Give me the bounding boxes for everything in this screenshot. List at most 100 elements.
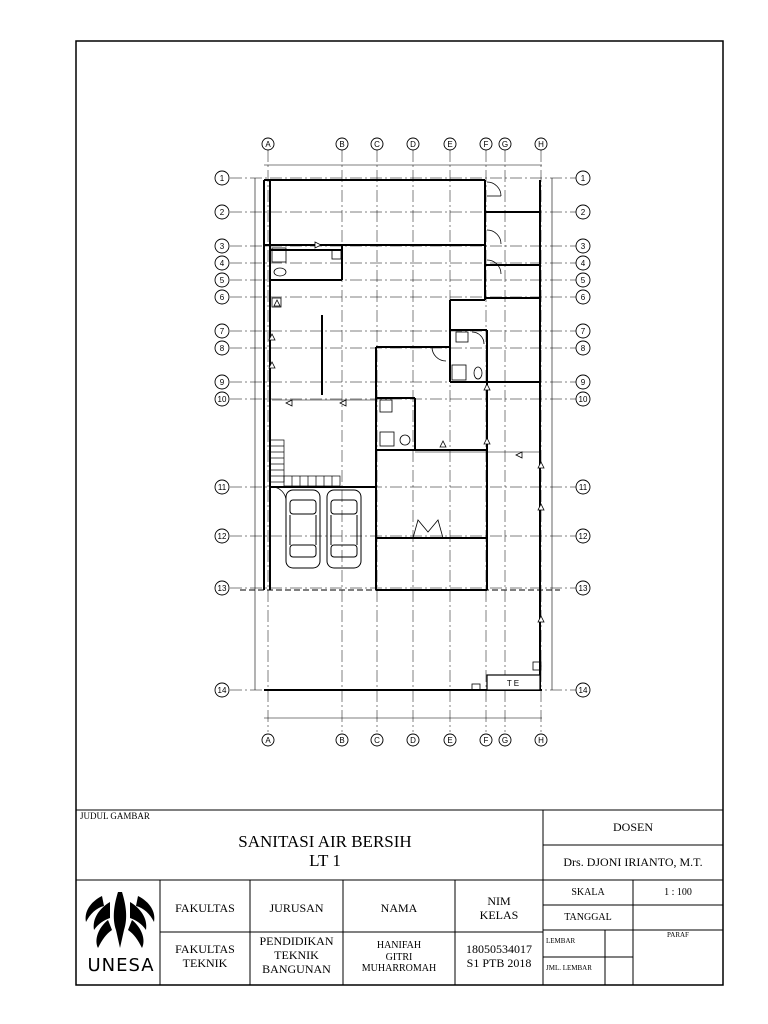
svg-text:B: B: [339, 736, 344, 745]
svg-text:G: G: [502, 140, 508, 149]
svg-text:7: 7: [581, 327, 586, 336]
skala-label: SKALA: [571, 887, 605, 898]
grid-bubble-right-14: 14: [575, 682, 591, 698]
svg-text:D: D: [410, 140, 416, 149]
dosen-label: DOSEN: [612, 820, 653, 834]
svg-text:G: G: [502, 736, 508, 745]
fakultas-label: FAKULTAS: [175, 901, 235, 915]
grid-bubble-left-4: 4: [214, 255, 230, 271]
svg-text:13: 13: [579, 584, 588, 593]
stairs: [269, 439, 341, 487]
tanggal-label: TANGGAL: [564, 912, 612, 923]
grid-bubble-left-10: 10: [214, 391, 230, 407]
svg-text:12: 12: [579, 532, 588, 541]
svg-text:6: 6: [581, 293, 586, 302]
svg-text:12: 12: [218, 532, 227, 541]
car-icon: [285, 489, 362, 569]
grid-bubble-right-12: 12: [575, 528, 591, 544]
grid-bubble-bottom-H: H: [534, 733, 548, 747]
water-tank-label: T E: [507, 679, 519, 688]
grid-bubble-left-5: 5: [214, 272, 230, 288]
grid-bubble-right-4: 4: [575, 255, 591, 271]
svg-text:14: 14: [579, 686, 588, 695]
svg-text:F: F: [484, 736, 489, 745]
grid-bubble-right-9: 9: [575, 374, 591, 390]
nim-kelas-label: NIM KELAS: [479, 894, 519, 922]
svg-text:11: 11: [579, 483, 588, 492]
grid-bubble-right-3: 3: [575, 238, 591, 254]
jml-lembar-label: JML. LEMBAR: [546, 964, 592, 972]
grid-bubble-bottom-G: G: [498, 733, 512, 747]
grid-bubble-left-3: 3: [214, 238, 230, 254]
judul-gambar-label: JUDUL GAMBAR: [80, 811, 150, 821]
grid-bubble-right-6: 6: [575, 289, 591, 305]
svg-text:13: 13: [218, 584, 227, 593]
nama-label: NAMA: [380, 901, 418, 915]
svg-text:6: 6: [220, 293, 225, 302]
fixtures: [271, 247, 542, 691]
skala-value: 1 : 100: [664, 887, 692, 898]
svg-text:5: 5: [220, 276, 225, 285]
nama-value: HANIFAH GITRI MUHARROMAH: [361, 940, 437, 974]
grid-bubble-left-6: 6: [214, 289, 230, 305]
grid-bubble-top-D: D: [406, 137, 420, 151]
svg-text:11: 11: [218, 483, 227, 492]
grid-bubble-right-8: 8: [575, 340, 591, 356]
svg-text:2: 2: [581, 208, 586, 217]
grid-bubble-left-13: 13: [214, 580, 230, 596]
grid-bubble-bottom-A: A: [261, 733, 275, 747]
grid-bubble-top-A: A: [261, 137, 275, 151]
grid-bubble-left-1: 1: [214, 170, 230, 186]
jurusan-label: JURUSAN: [269, 901, 324, 915]
svg-text:E: E: [447, 736, 452, 745]
svg-text:7: 7: [220, 327, 225, 336]
svg-text:9: 9: [581, 378, 586, 387]
svg-text:A: A: [265, 140, 271, 149]
water-pipes: [272, 399, 540, 453]
grid-bubble-right-1: 1: [575, 170, 591, 186]
svg-text:1: 1: [581, 174, 586, 183]
drawing-title: SANITASI AIR BERSIH: [238, 832, 412, 851]
unesa-logo-icon: [85, 892, 155, 948]
water-tank: [486, 674, 541, 691]
grid-bubble-top-H: H: [534, 137, 548, 151]
paraf-label: PARAF: [667, 931, 689, 939]
lembar-label: LEMBAR: [546, 937, 576, 945]
svg-text:14: 14: [218, 686, 227, 695]
grid-bubble-top-F: F: [479, 137, 493, 151]
nim-value: 18050534017 S1 PTB 2018: [466, 942, 532, 970]
svg-text:C: C: [374, 140, 380, 149]
svg-text:3: 3: [220, 242, 225, 251]
fakultas-value: FAKULTAS TEKNIK: [175, 942, 235, 970]
grid-bubble-right-2: 2: [575, 204, 591, 220]
walls: [263, 179, 542, 691]
grid-bubble-left-2: 2: [214, 204, 230, 220]
svg-text:2: 2: [220, 208, 225, 217]
grid-bubble-bottom-D: D: [406, 733, 420, 747]
grid-bubble-right-5: 5: [575, 272, 591, 288]
grid-bubble-top-C: C: [370, 137, 384, 151]
svg-text:F: F: [484, 140, 489, 149]
grid-bubble-bottom-E: E: [443, 733, 457, 747]
svg-text:9: 9: [220, 378, 225, 387]
grid-bubble-left-9: 9: [214, 374, 230, 390]
svg-text:E: E: [447, 140, 452, 149]
svg-text:10: 10: [218, 395, 227, 404]
svg-text:C: C: [374, 736, 380, 745]
svg-text:8: 8: [581, 344, 586, 353]
grid-bubble-left-12: 12: [214, 528, 230, 544]
grid-bubble-right-10: 10: [575, 391, 591, 407]
grid-bubble-right-7: 7: [575, 323, 591, 339]
svg-text:8: 8: [220, 344, 225, 353]
svg-text:1: 1: [220, 174, 225, 183]
title-block-frame: [76, 809, 723, 985]
grid-bubble-bottom-B: B: [335, 733, 349, 747]
svg-text:H: H: [538, 140, 544, 149]
svg-text:A: A: [265, 736, 271, 745]
door-swings: [271, 181, 502, 539]
logo-text: UNESA: [87, 955, 155, 976]
grid-bubble-left-8: 8: [214, 340, 230, 356]
svg-text:5: 5: [581, 276, 586, 285]
dosen-name: Drs. DJONI IRIANTO, M.T.: [563, 855, 703, 869]
